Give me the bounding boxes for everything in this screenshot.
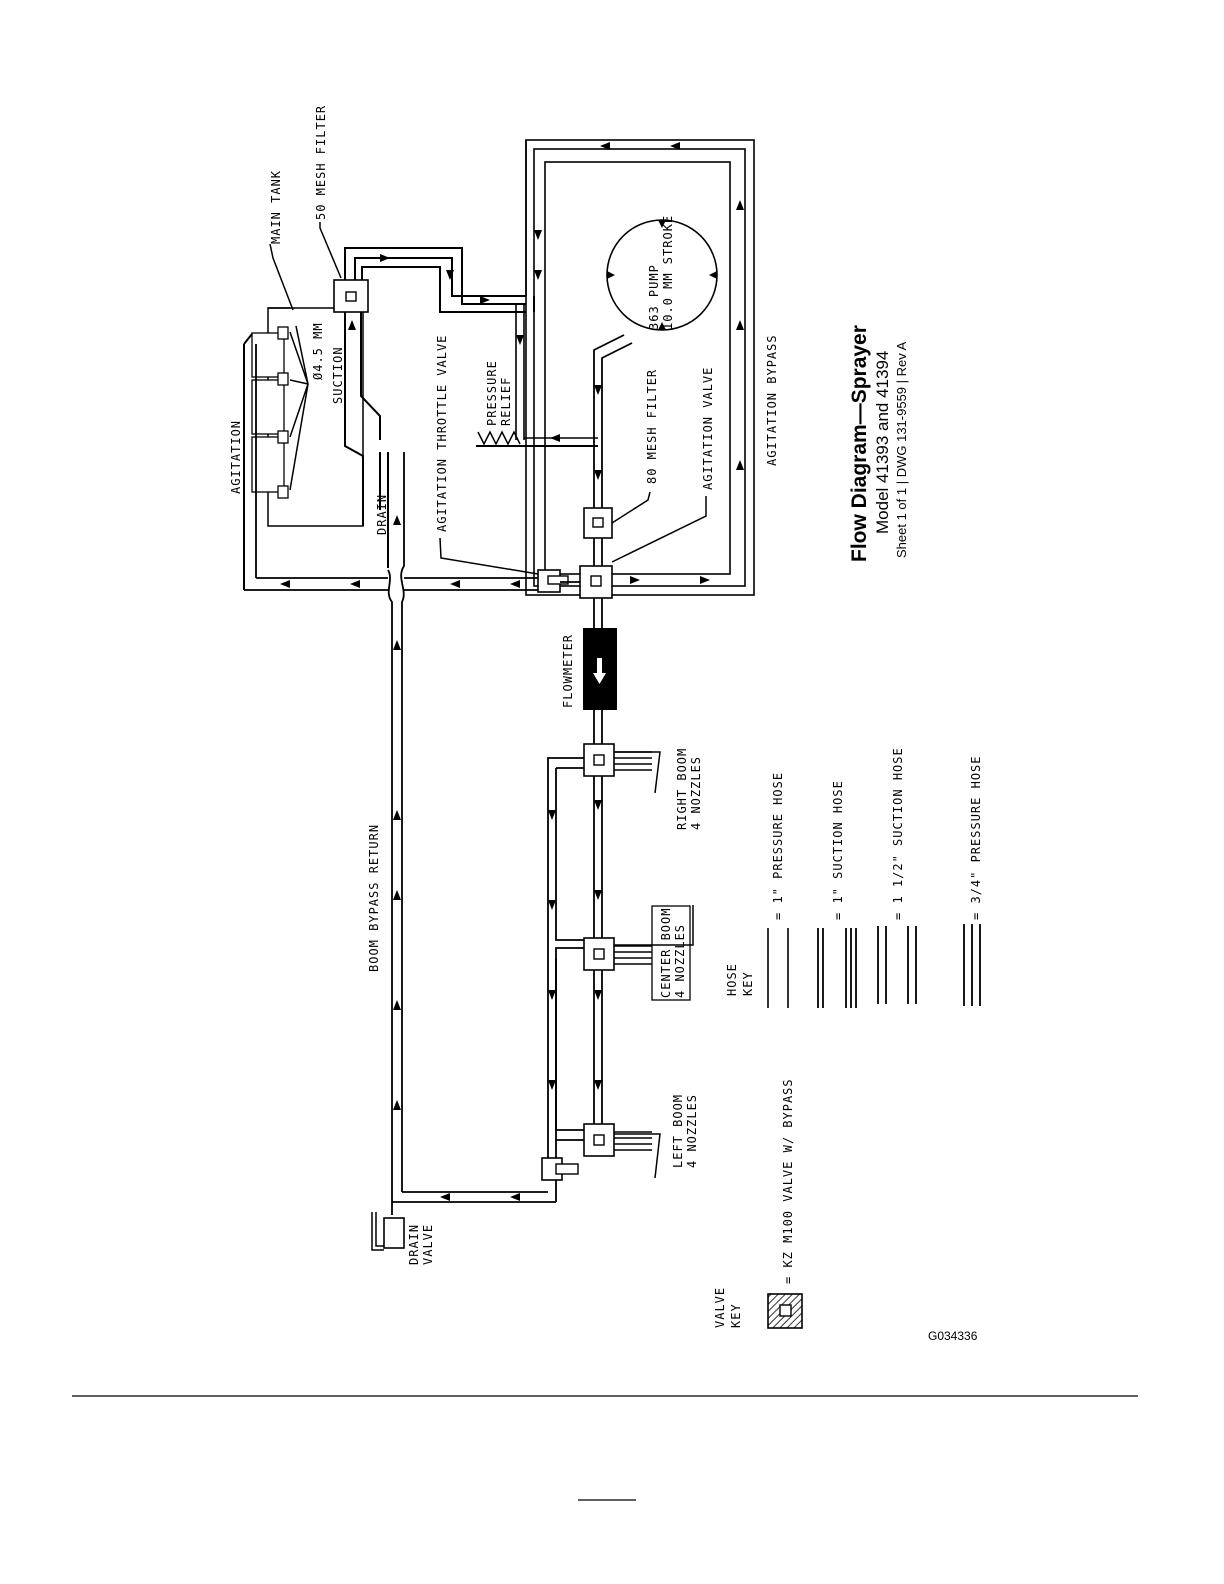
title-block: Flow Diagram—Sprayer Model 41393 and 413… [848,325,909,562]
label-orifice: Ø4.5 MM [311,322,325,380]
label-left-boom-2: 4 NOZZLES [685,1094,699,1168]
main-tank [243,307,364,590]
agitation-bypass-loop [525,139,755,596]
label-flowmeter: FLOWMETER [561,634,575,708]
label-main-tank: MAIN TANK [269,170,283,244]
label-agitation: AGITATION [229,420,243,494]
label-right-boom-1: RIGHT BOOM [675,748,689,830]
hose-key-label-1: = 1" PRESSURE HOSE [771,772,785,920]
pressure-main-line [593,334,633,1128]
label-suction: SUCTION [331,346,345,404]
valve-key-symbol [767,1293,803,1329]
hose-key-title-2: KEY [741,971,755,996]
hose-key-title-1: HOSE [725,963,739,996]
label-drain: DRAIN [375,494,389,535]
label-pump-1: 363 PUMP [647,264,661,330]
hose-key-swatch-34in-pressure [963,924,981,1006]
figure-id: G034336 [928,1329,978,1343]
label-right-boom-2: 4 NOZZLES [689,756,703,830]
hose-key-swatch-15in-suction [877,926,917,1004]
label-agitation-bypass: AGITATION BYPASS [765,334,779,466]
mesh50-filter [333,279,369,313]
flowmeter [583,628,617,710]
hose-key-label-2: = 1" SUCTION HOSE [831,780,845,920]
boom-bypass-return-line [387,452,556,1215]
label-throttle: AGITATION THROTTLE VALVE [435,335,449,532]
boom-bypass-valve [541,1157,579,1181]
suction-line [344,247,535,568]
label-50-mesh-filter: 50 MESH FILTER [314,105,328,220]
agitation-throttle-valve [537,569,569,593]
valve-key-title-2: KEY [729,1303,743,1328]
valve-key: VALVE KEY = KZ M100 VALVE W/ BYPASS [713,1078,803,1329]
tank-agitator-nozzles [251,326,289,499]
label-agitation-valve: AGITATION VALVE [701,367,715,490]
hose-key-swatch-1in-suction [817,928,857,1008]
boom-manifold [547,757,584,1202]
diagram-sheet: Sheet 1 of 1 | DWG 131-9559 | Rev A [894,341,909,558]
diagram-title: Flow Diagram—Sprayer [848,325,871,562]
hose-key-label-4: = 3/4" PRESSURE HOSE [969,756,983,921]
drain-valve [371,1212,405,1251]
diagram-model: Model 41393 and 41394 [873,351,892,534]
valve-key-label: = KZ M100 VALVE W/ BYPASS [781,1078,795,1284]
label-80-mesh-filter: 80 MESH FILTER [645,369,659,484]
agitation-line [244,344,580,591]
pump-ticks [607,220,717,330]
label-drain-valve-1: DRAIN [407,1224,421,1265]
pressure-relief [476,304,598,447]
component-labels: MAIN TANK 50 MESH FILTER Ø4.5 MM SUCTION… [229,105,779,1265]
leader-lines [269,222,707,1179]
label-pressure-relief-2: RELIEF [499,377,513,426]
left-boom-valve [583,1123,652,1157]
label-pump-2: 10.0 MM STROKE [661,215,675,330]
label-boom-bypass-return: BOOM BYPASS RETURN [367,824,381,972]
label-center-boom-1: CENTER BOOM [659,908,673,998]
valve-key-title-1: VALVE [713,1287,727,1328]
label-center-boom-2: 4 NOZZLES [673,924,687,998]
label-pressure-relief-1: PRESSURE [485,360,499,426]
label-left-boom-1: LEFT BOOM [671,1094,685,1168]
hose-key-label-3: = 1 1/2" SUCTION HOSE [891,747,905,920]
center-boom-valve [583,937,652,971]
hose-key-swatch-1in-pressure [767,928,789,1008]
flow-arrows [280,142,744,1201]
label-drain-valve-2: VALVE [421,1224,435,1265]
right-boom-valve [583,743,652,777]
hose-key: HOSE KEY = 1" PRESSURE HOSE = 1" SUCTION… [725,747,983,1008]
